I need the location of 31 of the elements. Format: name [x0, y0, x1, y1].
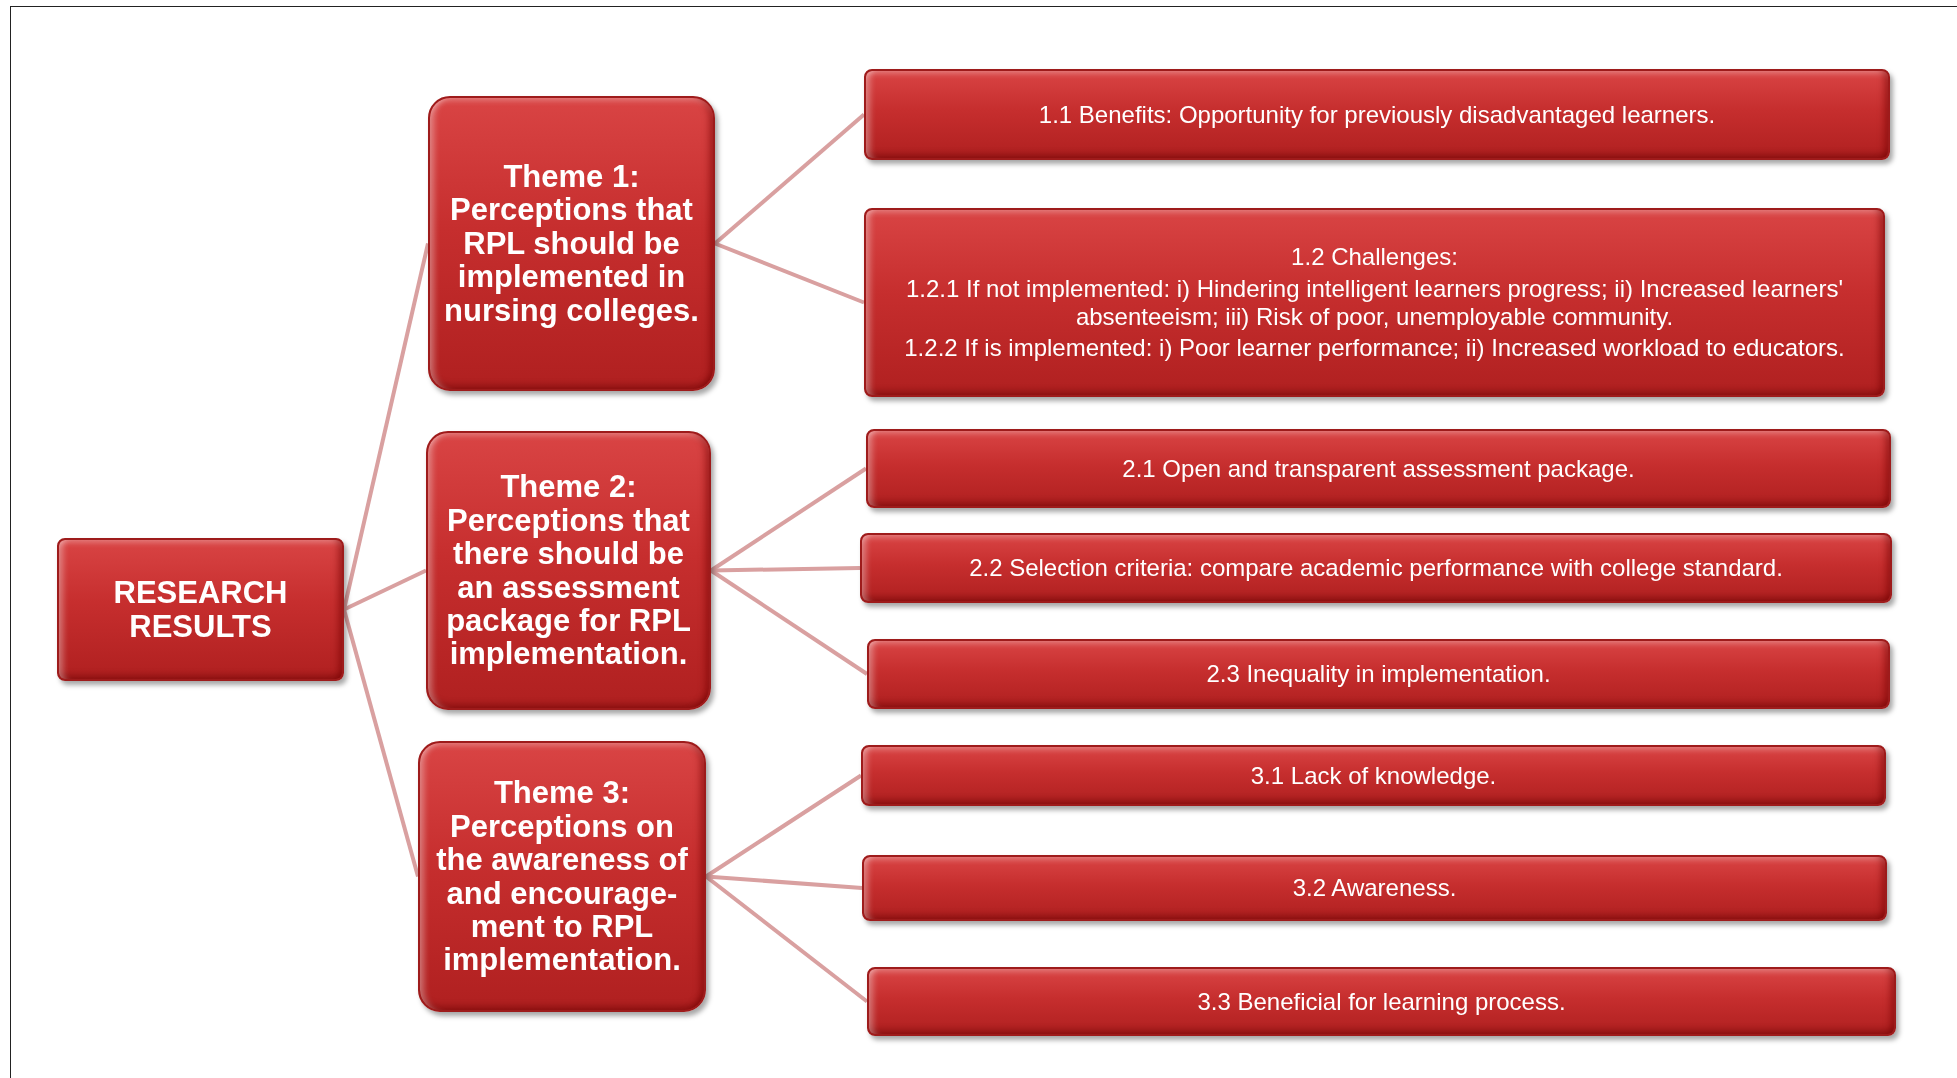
theme-box: [426, 431, 711, 710]
subtheme-box: [867, 639, 1890, 709]
subtheme-box: [860, 533, 1892, 603]
theme-box: [428, 96, 715, 391]
box-text: Theme 1: Perceptions that RPL should be implemented in nursing colleges.: [443, 159, 700, 328]
connector-line: [342, 608, 420, 878]
connector-line: [713, 113, 866, 245]
box-text: 1.1 Benefits: Opportunity for previously disadvantaged learners.: [1038, 100, 1716, 129]
box-text: Theme 2: Perceptions that there should be an assessment package for RPL implementation.: [445, 470, 692, 671]
connector-line: [343, 568, 427, 612]
box-text: 2.2 Selection criteria: compare academic performance with college standard.: [969, 554, 1783, 582]
box-text: 3.2 Awareness.: [1292, 874, 1457, 902]
root-box: [57, 538, 344, 681]
box-text: 3.3 Beneficial for learning process.: [1197, 987, 1566, 1016]
box-text: 2.3 Inequality in implementation.: [1206, 660, 1551, 688]
box-text: 1.2.1 If not implemented: i) Hindering intelligent learners progress; ii) Increased learners' absenteeism; iii) Risk of poor, unemployable community.: [904, 274, 1844, 331]
heading-text: 1.2 Challenges:: [1291, 243, 1458, 271]
subtheme-box: [866, 429, 1891, 508]
subtheme-box: [867, 967, 1896, 1036]
connector-line: [342, 243, 430, 610]
subtheme-box: [861, 745, 1886, 806]
connector-line: [714, 241, 865, 305]
theme-box: [418, 741, 706, 1012]
box-text: 2.1 Open and transparent assessment package.: [1122, 454, 1635, 483]
subtheme-box: [864, 208, 1885, 397]
box-text: 1.2.2 If is implemented: i) Poor learner performance; ii) Increased workload to educators.: [904, 334, 1845, 362]
box-text: RESEARCH RESULTS: [112, 576, 289, 643]
box-text: Theme 3: Perceptions on the awareness of and encourage-ment to RPL implementation.: [435, 776, 689, 977]
subtheme-box: [864, 69, 1890, 160]
box-text: 3.1 Lack of knowledge.: [1250, 761, 1497, 790]
subtheme-box: [862, 855, 1887, 921]
